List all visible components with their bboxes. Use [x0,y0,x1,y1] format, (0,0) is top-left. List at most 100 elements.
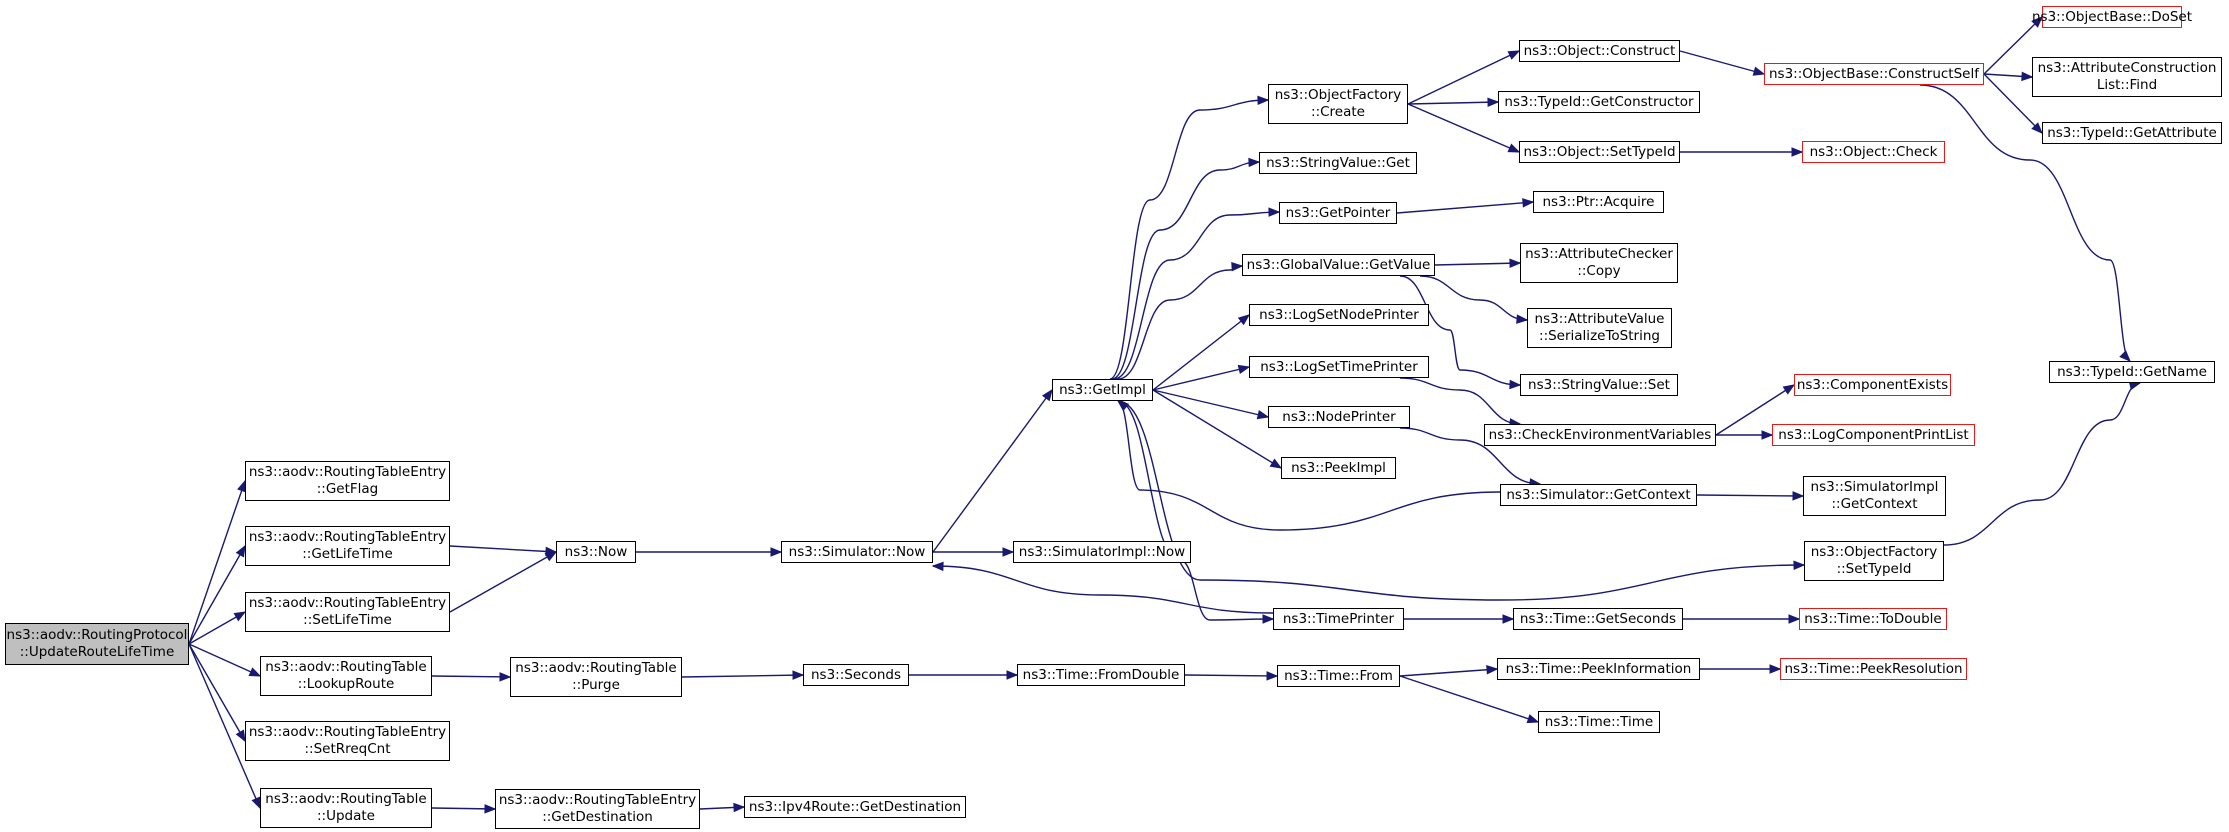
edge-root-to-rt-lookuproute [188,643,261,677]
node-time-from[interactable]: ns3::Time::From [1277,665,1400,687]
edge-arrowhead [1769,664,1782,674]
node-time-peekinformation[interactable]: ns3::Time::PeekInformation [1497,658,1700,680]
node-peekimpl[interactable]: ns3::PeekImpl [1281,457,1396,479]
node-rt-purge[interactable]: ns3::aodv::RoutingTable::Purge [510,657,682,697]
node-time-peekresolution[interactable]: ns3::Time::PeekResolution [1780,658,1967,680]
node-logcomponentprintlist[interactable]: ns3::LogComponentPrintList [1772,424,1975,446]
edge-arrowhead [1268,207,1281,217]
node-objfactory-create[interactable]: ns3::ObjectFactory::Create [1268,84,1408,124]
node-rte-setrreqcnt[interactable]: ns3::aodv::RoutingTableEntry::SetRreqCnt [245,721,450,761]
node-rt-update[interactable]: ns3::aodv::RoutingTable::Update [260,788,432,828]
edge-arrowhead [1788,614,1801,624]
edge-arrowhead [1761,430,1774,440]
node-objfactory-settypeid[interactable]: ns3::ObjectFactory::SetTypeId [1804,541,1944,581]
edge-arrowhead [2119,350,2131,362]
node-objbase-constructself[interactable]: ns3::ObjectBase::ConstructSelf [1764,63,1984,85]
node-timeprinter[interactable]: ns3::TimePrinter [1273,608,1404,630]
node-rte-getdestination[interactable]: ns3::aodv::RoutingTableEntry::GetDestina… [495,789,700,829]
edge-arrowhead [1522,198,1535,208]
node-rte-getflag[interactable]: ns3::aodv::RoutingTableEntry::GetFlag [245,461,450,501]
edge-objfactory-create-to-object-settypeid [1407,103,1520,153]
node-label-line: ns3::Simulator::Now [788,543,926,560]
node-label-line: ns3::aodv::RoutingTableEntry [498,792,697,808]
node-seconds[interactable]: ns3::Seconds [803,664,909,686]
node-time-getseconds[interactable]: ns3::Time::GetSeconds [1513,608,1683,630]
node-getpointer[interactable]: ns3::GetPointer [1279,202,1397,224]
edge-arrowhead [544,551,558,562]
node-sim-now[interactable]: ns3::Simulator::Now [781,541,933,563]
edge-arrowhead [1486,665,1499,675]
node-attrvalue-serialize[interactable]: ns3::AttributeValue::SerializeToString [1527,308,1672,348]
node-rte-setlifetime[interactable]: ns3::aodv::RoutingTableEntry::SetLifeTim… [245,592,450,632]
edge-arrowhead [1507,143,1521,153]
node-object-check[interactable]: ns3::Object::Check [1802,141,1945,163]
node-label-line: ns3::NodePrinter [1282,408,1396,425]
edge-logsettimeprinter-to-checkenvvars [1399,377,1521,425]
edge-arrowhead [1116,400,1130,412]
edge-getimpl-to-stringvalue-get [1111,161,1260,380]
node-attrchecker-copy[interactable]: ns3::AttributeChecker::Copy [1520,243,1678,283]
node-rt-lookuproute[interactable]: ns3::aodv::RoutingTable::LookupRoute [260,656,432,696]
node-label-line: ns3::ComponentExists [1796,376,1949,393]
node-getimpl[interactable]: ns3::GetImpl [1052,379,1153,401]
edge-arrowhead [499,672,512,682]
node-time-fromdouble[interactable]: ns3::Time::FromDouble [1017,664,1185,686]
node-label-line: ns3::Time::From [1284,667,1393,684]
node-now[interactable]: ns3::Now [556,541,636,563]
node-globalvalue-getvalue[interactable]: ns3::GlobalValue::GetValue [1242,254,1435,276]
edge-arrowhead [1752,66,1766,76]
edge-sim-getcontext-to-simimpl-getcontext [1696,494,1804,497]
edge-rt-lookuproute-to-rt-purge [431,675,511,678]
node-root[interactable]: ns3::aodv::RoutingProtocol::UpdateRouteL… [5,623,189,665]
edge-arrowhead [2021,71,2034,82]
edge-arrowhead [1526,714,1540,724]
edge-arrowhead [733,802,746,813]
node-label-line: ns3::SimulatorImpl [1810,479,1939,495]
edge-rt-update-to-rte-getdestination [431,807,496,810]
node-nodeprinter[interactable]: ns3::NodePrinter [1268,406,1410,428]
node-stringvalue-get[interactable]: ns3::StringValue::Get [1259,152,1417,174]
edge-root-to-rte-setlifetime [188,611,246,645]
node-typeid-getname[interactable]: ns3::TypeId::GetName [2049,361,2215,383]
node-simimpl-now[interactable]: ns3::SimulatorImpl::Now [1013,541,1191,563]
edge-sim-now-to-getimpl [932,389,1053,553]
edge-arrowhead [1231,261,1244,272]
node-rte-getlifetime[interactable]: ns3::aodv::RoutingTableEntry::GetLifeTim… [245,526,450,566]
node-ipv4route-getdest[interactable]: ns3::Ipv4Route::GetDestination [744,796,966,818]
node-label-line: ns3::TypeId::GetConstructor [1504,93,1694,110]
edge-arrowhead [1507,50,1521,60]
node-logsettimeprinter[interactable]: ns3::LogSetTimePrinter [1249,356,1429,378]
node-typeid-getattribute[interactable]: ns3::TypeId::GetAttribute [2042,122,2222,144]
node-time-todouble[interactable]: ns3::Time::ToDouble [1799,608,1947,630]
node-objbase-doset[interactable]: ns3::ObjectBase::DoSet [2032,6,2192,28]
node-componentexists[interactable]: ns3::ComponentExists [1794,374,1951,396]
node-simimpl-getcontext[interactable]: ns3::SimulatorImpl::GetContext [1803,476,1946,516]
edge-sim-getcontext-to-getimpl [1117,400,1501,531]
node-label-line: ns3::aodv::RoutingTableEntry [248,464,447,480]
node-checkenvvars[interactable]: ns3::CheckEnvironmentVariables [1484,424,1716,446]
edge-rt-purge-to-seconds [681,674,804,678]
edge-arrowhead [1262,614,1275,624]
edge-arrowhead [1257,95,1270,106]
node-sim-getcontext[interactable]: ns3::Simulator::GetContext [1500,484,1697,506]
edge-getimpl-to-getpointer [1113,211,1280,380]
node-logsetnodeprinter[interactable]: ns3::LogSetNodePrinter [1249,304,1429,326]
edge-arrowhead [1006,670,1019,680]
node-time-time[interactable]: ns3::Time::Time [1538,711,1660,733]
edge-arrowhead [1002,547,1015,557]
node-stringvalue-set[interactable]: ns3::StringValue::Set [1520,374,1678,396]
node-object-construct[interactable]: ns3::Object::Construct [1519,40,1680,62]
node-ptr-acquire[interactable]: ns3::Ptr::Acquire [1533,191,1664,213]
node-object-settypeid[interactable]: ns3::Object::SetTypeId [1519,141,1680,163]
node-typeid-getconstructor[interactable]: ns3::TypeId::GetConstructor [1498,91,1700,113]
edge-arrowhead [1509,258,1522,268]
node-label-line: ns3::SimulatorImpl::Now [1018,543,1186,560]
edge-arrowhead [1237,314,1251,326]
edge-root-to-rte-setrreqcnt [188,643,246,742]
edge-getimpl-to-peekimpl [1152,389,1282,469]
edge-time-from-to-time-peekinformation [1399,668,1498,677]
node-label-line: ns3::Now [564,543,628,560]
node-label-line: ::Copy [1577,263,1621,279]
